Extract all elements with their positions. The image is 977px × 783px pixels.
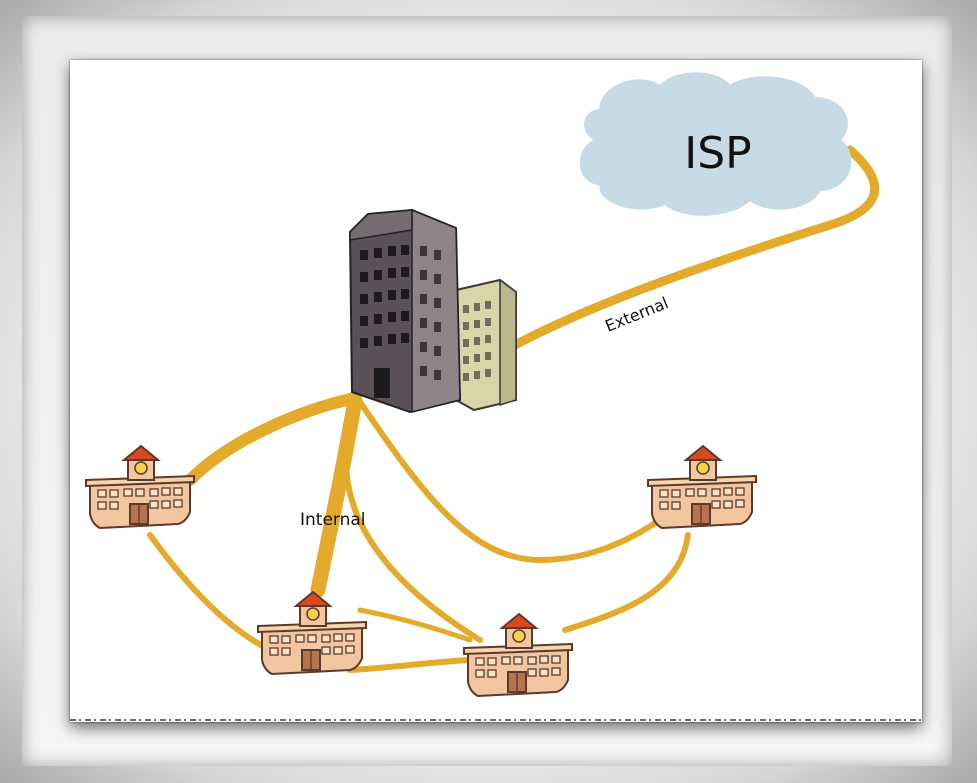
link-hq-school-4	[357, 399, 663, 564]
link-hq-school-1	[184, 392, 361, 486]
school-building-icon-4	[647, 445, 757, 529]
link-school-1-school-2	[147, 532, 273, 653]
network-links	[147, 145, 880, 673]
school-building-icon-2	[257, 591, 367, 675]
school-building-icon-3	[463, 613, 573, 697]
isp-label: ISP	[684, 128, 751, 179]
link-school-3-school-4	[562, 532, 691, 633]
isp-cloud-icon: ISP	[579, 72, 852, 216]
school-building-icon-1	[85, 445, 195, 529]
link-hq-school-3	[342, 399, 483, 643]
link-school-2-school-3-upper	[357, 607, 473, 643]
external-link	[510, 145, 880, 350]
link-school-2-school-3	[347, 657, 473, 673]
internal-link-label: Internal	[300, 510, 366, 530]
office-building-icon	[348, 208, 517, 414]
